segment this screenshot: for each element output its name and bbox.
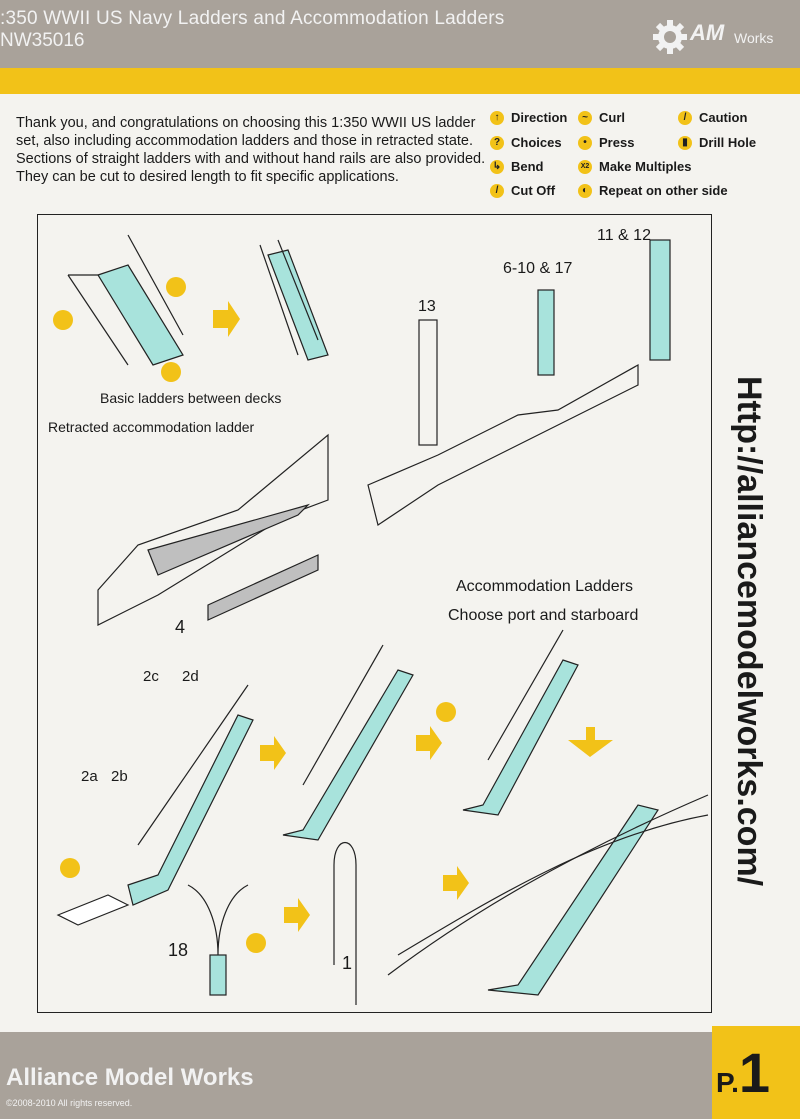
- symbol-legend: ↑Direction ~Curl /Caution ?Choices •Pres…: [490, 110, 790, 206]
- legend-bend: ↳Bend: [490, 159, 544, 174]
- bend-icon: [246, 933, 266, 953]
- part-18-davit: [187, 884, 249, 996]
- legend-cut-off: /Cut Off: [490, 183, 555, 198]
- arrow-right-icon: [284, 898, 310, 932]
- bend-icon: [161, 362, 181, 382]
- part-number-4: 4: [175, 617, 186, 637]
- copyright: ©2008-2010 All rights reserved.: [6, 1098, 133, 1108]
- basic-ladder-folded: [259, 239, 329, 361]
- label-retracted: Retracted accommodation ladder: [48, 419, 255, 435]
- assembly-diagram: [53, 234, 709, 1005]
- label-accommodation-ladders: Accommodation Ladders: [456, 578, 633, 595]
- choices-icon: ?: [490, 135, 504, 150]
- legend-repeat: ◐Repeat on other side: [578, 183, 728, 198]
- arrow-right-icon: [213, 301, 240, 337]
- arrow-down-icon: [568, 727, 613, 757]
- caution-icon: /: [678, 110, 692, 125]
- part-6-10-ladder: [537, 289, 555, 376]
- instructions-frame: [37, 214, 712, 1013]
- legend-press: •Press: [578, 135, 634, 150]
- bulkhead-wall: [367, 363, 639, 526]
- arrow-right-icon: [260, 736, 286, 770]
- document-title: :350 WWII US Navy Ladders and Accommodat…: [0, 8, 505, 29]
- part-number-11-12: 11 & 12: [597, 227, 651, 244]
- part-1-davit: [333, 841, 357, 1005]
- curl-icon: [436, 702, 456, 722]
- cut-off-icon: /: [490, 183, 504, 198]
- part-number-2d: 2d: [182, 668, 199, 685]
- part-number-2b: 2b: [111, 768, 128, 785]
- intro-text: Thank you, and congratulations on choosi…: [16, 115, 486, 185]
- legend-caution: /Caution: [678, 110, 747, 125]
- part-number-2a: 2a: [81, 768, 98, 785]
- arrow-right-icon: [416, 726, 442, 760]
- part-13-ladder: [418, 319, 438, 446]
- drill-hole-icon: ▮: [678, 135, 692, 150]
- page-box: [712, 1026, 800, 1119]
- label-basic-ladders: Basic ladders between decks: [100, 390, 282, 406]
- accommodation-ladder-installed: [387, 794, 709, 996]
- part-number-6-10-17: 6-10 & 17: [503, 260, 573, 277]
- logo-works: Works: [734, 30, 774, 46]
- accommodation-ladder-2a-2b: [56, 684, 254, 926]
- page-number: P.1: [716, 1041, 771, 1104]
- accommodation-ladder-step3: [462, 629, 579, 816]
- part-11-12-ladder: [649, 239, 671, 361]
- curl-icon: ~: [578, 110, 592, 125]
- product-code: NW35016: [0, 30, 85, 51]
- arrow-right-icon: [443, 866, 469, 900]
- bend-icon: [53, 310, 73, 330]
- legend-choices: ?Choices: [490, 135, 562, 150]
- yellow-stripe: [0, 68, 800, 94]
- legend-curl: ~Curl: [578, 110, 625, 125]
- part-number-18: 18: [168, 940, 189, 960]
- footer-band: [0, 1032, 712, 1119]
- brand-name: Alliance Model Works: [6, 1064, 254, 1091]
- legend-direction: ↑Direction: [490, 110, 567, 125]
- label-choose-side: Choose port and starboard: [448, 607, 639, 624]
- website-url[interactable]: Http://alliancemodelworks.com/: [730, 376, 768, 887]
- make-multiples-icon: X2: [578, 159, 592, 174]
- press-icon: •: [578, 135, 592, 150]
- bend-icon: ↳: [490, 159, 504, 174]
- part-number-2c: 2c: [143, 668, 159, 685]
- bend-icon: [166, 277, 186, 297]
- retracted-hull-panel: [97, 433, 329, 626]
- legend-drill-hole: ▮Drill Hole: [678, 135, 756, 150]
- direction-icon: ↑: [490, 110, 504, 125]
- repeat-icon: ◐: [578, 183, 592, 198]
- basic-ladder-flat: [67, 234, 184, 366]
- part-number-13: 13: [418, 298, 436, 315]
- part-number-1: 1: [342, 953, 353, 973]
- accommodation-ladder-step2: [282, 644, 414, 841]
- gear-logo-icon: [653, 20, 687, 54]
- bend-icon: [60, 858, 80, 878]
- logo-mark: AM: [690, 20, 725, 45]
